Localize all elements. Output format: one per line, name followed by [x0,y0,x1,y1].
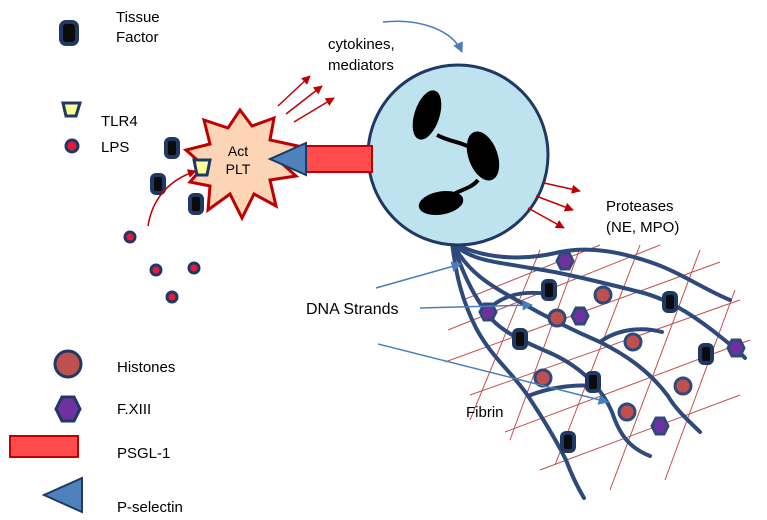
legend-tlr4: TLR4 [101,113,138,130]
legend: Tissue Factor TLR4 LPS Histones F.XIII P… [9,9,183,516]
psgl1-legend-icon [9,435,79,458]
tissue-factor-icon [512,328,528,350]
tissue-factor-icon [164,137,180,159]
legend-tissue-factor-line2: Factor [116,29,159,46]
cytokines-label-line2: mediators [328,57,394,74]
proteases-label-line1: Proteases [606,198,674,215]
platelet-label-line1: Act [228,143,248,159]
activated-platelet: Act PLT [182,107,302,222]
fxiii-icon [650,416,670,436]
tissue-factor-icon [585,371,601,393]
histone-icon [617,402,637,422]
dna-strands [450,240,747,500]
fxiii-icon [555,251,575,271]
histone-icon [547,308,567,328]
tissue-factor-icon [188,193,204,215]
fxiii-icon [570,306,590,326]
strand-fxiii [478,251,746,436]
mediator-feedback-arrow [382,20,463,53]
histone-icon [593,285,613,305]
tissue-factor-icon [150,173,166,195]
fxiii-legend-icon [54,395,82,423]
dna-pointer-lines [375,261,610,405]
tlr4-icon [192,158,212,177]
proteases-label-line2: (NE, MPO) [606,219,679,236]
psgl1-bar [303,145,373,173]
pselectin-legend-icon [41,476,83,514]
lps-particles [123,230,201,304]
histone-icon [673,376,693,396]
fxiii-icon [726,338,746,358]
lps-icon [123,230,137,244]
legend-fxiii: F.XIII [117,401,151,418]
lps-icon [149,263,163,277]
platelet-tissue-factors [150,137,204,215]
tissue-factor-icon [698,343,714,365]
lps-binding-arrow [147,169,197,227]
legend-histones: Histones [117,359,175,376]
lps-icon [187,261,201,275]
fxiii-icon [478,302,498,322]
histone-legend-icon [53,349,83,379]
platelet-label-line2: PLT [226,161,251,177]
legend-pselectin: P-selectin [117,499,183,516]
platelet-starburst [182,107,302,222]
neutrophil [366,63,550,247]
lps-icon [165,290,179,304]
neutrophil-cell [366,63,550,247]
histone-icon [623,332,643,352]
lps-legend-icon [64,138,80,154]
legend-tissue-factor-line1: Tissue [116,9,160,26]
dna-strands-label: DNA Strands [306,301,398,318]
fibrin-label: Fibrin [466,404,504,421]
tlr4-legend-icon [61,101,83,118]
protease-arrows [527,182,581,229]
neutrophil-nucleus [412,90,500,215]
tissue-factor-icon [662,291,678,313]
tissue-factor-icon [541,279,557,301]
tissue-factor-icon [560,431,576,453]
pselectin-icon [267,141,307,177]
cytokine-arrows [277,75,335,123]
legend-psgl1: PSGL-1 [117,445,170,462]
cytokines-label-line1: cytokines, [328,36,395,53]
strand-tissue-factors [512,279,714,453]
legend-lps: LPS [101,139,129,156]
tissue-factor-legend-icon [59,20,79,46]
